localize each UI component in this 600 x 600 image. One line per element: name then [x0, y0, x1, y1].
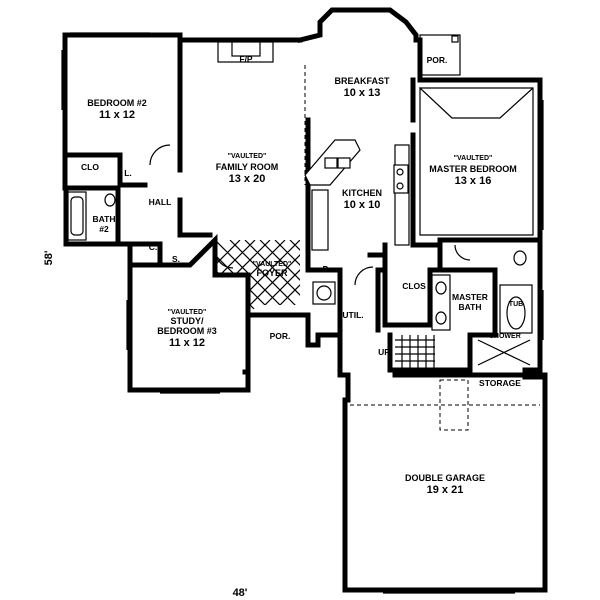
- burner-1: [396, 168, 404, 176]
- garage-name: DOUBLE GARAGE: [405, 473, 485, 483]
- sink-2: [337, 157, 351, 169]
- master-bath-label-a: MASTER: [452, 292, 488, 302]
- pantry-label: P.: [323, 264, 330, 274]
- kitchen-name: KITCHEN: [342, 188, 382, 198]
- family-name: FAMILY ROOM: [216, 162, 279, 172]
- family-size: 13 x 20: [229, 173, 266, 185]
- shower-label: SHOWER: [489, 333, 521, 340]
- wall-study-top: [127, 233, 251, 375]
- bath2-label-a: BATH: [93, 214, 116, 224]
- porch-post: [451, 35, 459, 43]
- closet-label: CLO: [81, 162, 99, 172]
- details: [61, 32, 544, 594]
- master-tray-ceiling: [419, 86, 534, 236]
- bath2-label-b: #2: [99, 224, 109, 234]
- linen-label: L.: [124, 168, 132, 178]
- overall-depth: 58': [43, 250, 55, 265]
- study-size: 11 x 12: [169, 337, 205, 349]
- attic-access: [439, 379, 469, 431]
- porch-top: [419, 34, 461, 76]
- shower-x: [477, 339, 531, 366]
- wall-master-bath: [427, 267, 498, 338]
- master-name: MASTER BEDROOM: [429, 164, 517, 174]
- room-labels: BEDROOM #2 11 x 12 "VAULTED" FAMILY ROOM…: [87, 76, 517, 496]
- foyer-vaulted: "VAULTED": [253, 261, 292, 268]
- door-swing-bed2: [149, 144, 171, 166]
- breakfast-size: 10 x 13: [344, 87, 381, 99]
- foyer-name: FOYER: [256, 268, 288, 278]
- bedroom2-name: BEDROOM #2: [87, 98, 147, 108]
- wall-hall-lower: [127, 241, 163, 268]
- door-swing-util: [354, 266, 374, 286]
- coat-closet-label: C.: [149, 242, 158, 252]
- small-labels: F/P POR. POR. CLO L. HALL BATH #2 C. S. …: [81, 54, 523, 388]
- sink-master-2: [435, 311, 447, 325]
- burner-2: [396, 182, 404, 190]
- wall-porch-front: [245, 312, 321, 348]
- master-tub-basin: [506, 296, 526, 330]
- master-closet-label: CLOS: [402, 281, 426, 291]
- bathtub-basin: [70, 196, 84, 236]
- fireplace-label: F/P: [239, 54, 253, 64]
- kitchen-size: 10 x 10: [344, 199, 381, 211]
- door-swing-bath: [454, 244, 471, 261]
- kitchen-counter-left: [311, 189, 329, 251]
- tub-label: TUB: [509, 301, 523, 308]
- door-swing-study: [214, 249, 234, 269]
- study-vaulted: "VAULTED": [168, 309, 207, 316]
- hall-label: HALL: [149, 197, 172, 207]
- stair-treads: [395, 335, 435, 368]
- wall-hall-right: [177, 197, 213, 238]
- utility-label: UTIL.: [342, 310, 363, 320]
- master-size: 13 x 16: [455, 175, 492, 187]
- family-vaulted: "VAULTED": [228, 153, 267, 160]
- wall-kitchen-left: [305, 117, 343, 348]
- storage-label: STORAGE: [479, 378, 521, 388]
- porch-front-label: POR.: [270, 331, 291, 341]
- storage-s-label: S.: [172, 254, 180, 264]
- toilet-master: [513, 250, 527, 266]
- toilet-bath2: [104, 193, 116, 207]
- sink-1: [324, 157, 338, 169]
- wall-stair: [387, 332, 473, 373]
- master-bath-label-b: BATH: [459, 302, 482, 312]
- bedroom2-size: 11 x 12: [99, 109, 135, 121]
- breakfast-name: BREAKFAST: [334, 76, 390, 86]
- washer: [312, 281, 336, 305]
- wall-breakfast-bay: [296, 7, 423, 44]
- overall-width: 48': [233, 587, 248, 599]
- kitchen-counter-right: [394, 144, 410, 246]
- washer-drum: [316, 285, 332, 301]
- wall-garage: [337, 332, 548, 593]
- sink-master-1: [435, 281, 447, 295]
- study-name-2: BEDROOM #3: [157, 326, 217, 336]
- wall-bed2-bottom: [62, 152, 148, 188]
- fireplace-box: [231, 41, 261, 57]
- wall-master-bottom: [410, 237, 543, 248]
- wall-util-right: [367, 252, 388, 333]
- porch-top-label: POR.: [427, 55, 448, 65]
- master-vaulted: "VAULTED": [454, 155, 493, 162]
- garage-size: 19 x 21: [427, 484, 464, 496]
- stair-up-label: UP: [378, 347, 390, 357]
- study-name-1: STUDY/: [170, 316, 204, 326]
- wall-master-closet: [382, 242, 443, 328]
